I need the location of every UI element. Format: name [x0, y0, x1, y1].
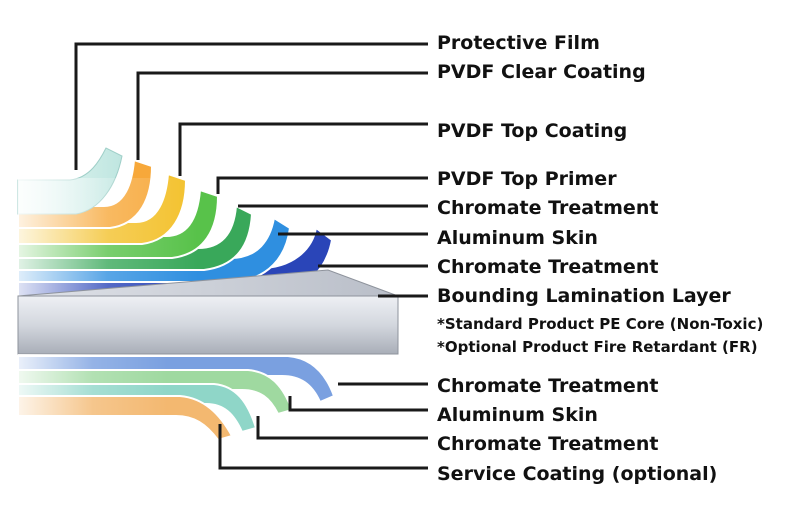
- label-pvdf-clear-coating: PVDF Clear Coating: [437, 61, 646, 83]
- label-chromate-treatment-3: Chromate Treatment: [437, 375, 658, 397]
- labels: Protective Film PVDF Clear Coating PVDF …: [437, 32, 763, 485]
- label-chromate-treatment-2: Chromate Treatment: [437, 256, 658, 278]
- leader-pvdf-top-primer: [216, 176, 428, 194]
- leader-lines: [74, 42, 428, 470]
- leader-pvdf-top-coating: [178, 122, 428, 176]
- label-standard-pe-core: *Standard Product PE Core (Non-Toxic): [437, 315, 763, 333]
- leader-pvdf-clear-coating: [136, 71, 428, 160]
- lower-layers: [17, 354, 336, 442]
- lower-fade-overlay: [18, 354, 168, 420]
- label-aluminum-skin-1: Aluminum Skin: [437, 227, 598, 249]
- label-chromate-treatment-4: Chromate Treatment: [437, 433, 658, 455]
- label-aluminum-skin-2: Aluminum Skin: [437, 404, 598, 426]
- leader-protective-film: [74, 42, 428, 170]
- label-optional-fr-core: *Optional Product Fire Retardant (FR): [437, 338, 758, 356]
- label-pvdf-top-primer: PVDF Top Primer: [437, 168, 617, 190]
- label-protective-film: Protective Film: [437, 32, 600, 54]
- leader-aluminum-skin-2: [288, 396, 428, 412]
- label-bounding-lamination-layer: Bounding Lamination Layer: [437, 285, 731, 307]
- layer-fade-overlay: [18, 178, 198, 298]
- label-service-coating: Service Coating (optional): [437, 463, 717, 485]
- label-chromate-treatment-1: Chromate Treatment: [437, 197, 658, 219]
- upper-layers: [17, 147, 334, 298]
- leader-chromate-treatment-4: [256, 416, 428, 440]
- leader-service-coating: [218, 424, 428, 470]
- core-front-face: [17, 295, 399, 355]
- label-pvdf-top-coating: PVDF Top Coating: [437, 120, 627, 142]
